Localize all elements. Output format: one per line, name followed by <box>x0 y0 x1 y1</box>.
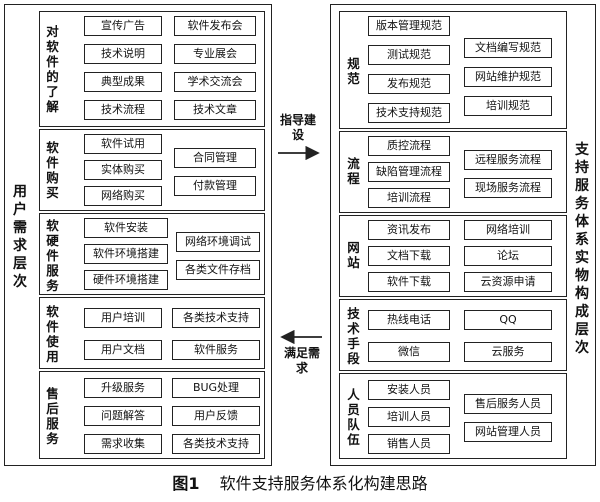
item-box: 网站管理人员 <box>464 422 552 442</box>
item-box: 售后服务人员 <box>464 394 552 414</box>
section-label: 流程 <box>347 156 360 186</box>
item-box: 培训流程 <box>368 188 450 208</box>
item-box: 网络培训 <box>464 220 552 240</box>
item-box: 网络环境调试 <box>176 232 260 252</box>
item-box: 现场服务流程 <box>464 178 552 198</box>
item-box: 文档下载 <box>368 246 450 266</box>
item-box: 发布规范 <box>368 74 450 94</box>
item-box: 软件试用 <box>84 134 162 154</box>
item-box: 用户文档 <box>84 340 162 360</box>
left-panel-title: 用户需求层次 <box>13 184 27 290</box>
item-box: 升级服务 <box>84 378 162 398</box>
section-label: 软件购买 <box>46 140 59 200</box>
item-box: 销售人员 <box>368 434 450 454</box>
section-after-sales: 售后服务 升级服务 BUG处理 问题解答 用户反馈 需求收集 各类技术支持 <box>39 371 265 459</box>
item-box: 技术说明 <box>84 44 162 64</box>
item-box: BUG处理 <box>172 378 260 398</box>
section-label: 规范 <box>347 56 360 86</box>
figure-title: 软件支持服务体系化构建思路 <box>219 474 428 493</box>
item-box: 问题解答 <box>84 406 162 426</box>
right-panel: 支持服务体系实物构成层次 规范 版本管理规范 测试规范 发布规范 技术支持规范 … <box>330 4 596 466</box>
section-processes: 流程 质控流程 缺陷管理流程 培训流程 远程服务流程 现场服务流程 <box>339 131 567 213</box>
item-box: 安装人员 <box>368 380 450 400</box>
section-technical-means: 技术手段 热线电话 微信 QQ 云服务 <box>339 299 567 371</box>
item-box: QQ <box>464 310 552 330</box>
right-panel-title: 支持服务体系实物构成层次 <box>575 142 589 356</box>
item-box: 各类技术支持 <box>172 434 260 454</box>
item-box: 网络购买 <box>84 186 162 206</box>
item-box: 软件环境搭建 <box>84 244 168 264</box>
section-label: 软硬件服务 <box>46 218 59 293</box>
item-box: 文档编写规范 <box>464 38 552 58</box>
item-box: 资讯发布 <box>368 220 450 240</box>
item-box: 技术文章 <box>174 100 256 120</box>
item-box: 宣传广告 <box>84 16 162 36</box>
item-box: 云资源申请 <box>464 272 552 292</box>
item-box: 软件安装 <box>84 218 168 238</box>
section-label: 网站 <box>347 240 360 270</box>
section-label: 人员队伍 <box>347 387 360 447</box>
item-box: 软件服务 <box>172 340 260 360</box>
guide-build-label: 指导建设 <box>279 113 316 142</box>
item-box: 缺陷管理流程 <box>368 162 450 182</box>
item-box: 专业展会 <box>174 44 256 64</box>
section-website: 网站 资讯发布 文档下载 软件下载 网络培训 论坛 云资源申请 <box>339 215 567 297</box>
meet-demand-label: 满足需求 <box>283 346 320 375</box>
section-label: 技术手段 <box>347 306 360 366</box>
item-box: 各类文件存档 <box>176 260 260 280</box>
item-box: 版本管理规范 <box>368 16 450 36</box>
item-box: 测试规范 <box>368 45 450 65</box>
item-box: 云服务 <box>464 342 552 362</box>
item-box: 典型成果 <box>84 72 162 92</box>
item-box: 技术流程 <box>84 100 162 120</box>
section-software-awareness: 对软件的了解 宣传广告 软件发布会 技术说明 专业展会 典型成果 学术交流会 技… <box>39 11 265 127</box>
item-box: 合同管理 <box>174 148 256 168</box>
section-label: 对软件的了解 <box>46 24 59 114</box>
section-personnel: 人员队伍 安装人员 培训人员 销售人员 售后服务人员 网站管理人员 <box>339 373 567 459</box>
item-box: 用户反馈 <box>172 406 260 426</box>
item-box: 用户培训 <box>84 308 162 328</box>
left-panel: 用户需求层次 对软件的了解 宣传广告 软件发布会 技术说明 专业展会 典型成果 … <box>4 4 272 466</box>
section-software-usage: 软件使用 用户培训 各类技术支持 用户文档 软件服务 <box>39 297 265 369</box>
item-box: 实体购买 <box>84 160 162 180</box>
item-box: 质控流程 <box>368 136 450 156</box>
item-box: 微信 <box>368 342 450 362</box>
item-box: 远程服务流程 <box>464 150 552 170</box>
item-box: 网站维护规范 <box>464 67 552 87</box>
section-standards: 规范 版本管理规范 测试规范 发布规范 技术支持规范 文档编写规范 网站维护规范… <box>339 11 567 129</box>
section-hardware-software-service: 软硬件服务 软件安装 软件环境搭建 硬件环境搭建 网络环境调试 各类文件存档 <box>39 213 265 295</box>
section-software-purchase: 软件购买 软件试用 实体购买 网络购买 合同管理 付款管理 <box>39 129 265 211</box>
item-box: 各类技术支持 <box>172 308 260 328</box>
item-box: 硬件环境搭建 <box>84 270 168 290</box>
figure-caption: 图1 软件支持服务体系化构建思路 <box>0 474 600 494</box>
item-box: 付款管理 <box>174 176 256 196</box>
item-box: 技术支持规范 <box>368 103 450 123</box>
item-box: 热线电话 <box>368 310 450 330</box>
item-box: 论坛 <box>464 246 552 266</box>
item-box: 需求收集 <box>84 434 162 454</box>
item-box: 培训规范 <box>464 96 552 116</box>
figure-number: 图1 <box>172 474 200 493</box>
section-label: 售后服务 <box>46 386 59 446</box>
item-box: 软件下载 <box>368 272 450 292</box>
item-box: 学术交流会 <box>174 72 256 92</box>
section-label: 软件使用 <box>46 304 59 364</box>
item-box: 软件发布会 <box>174 16 256 36</box>
item-box: 培训人员 <box>368 407 450 427</box>
